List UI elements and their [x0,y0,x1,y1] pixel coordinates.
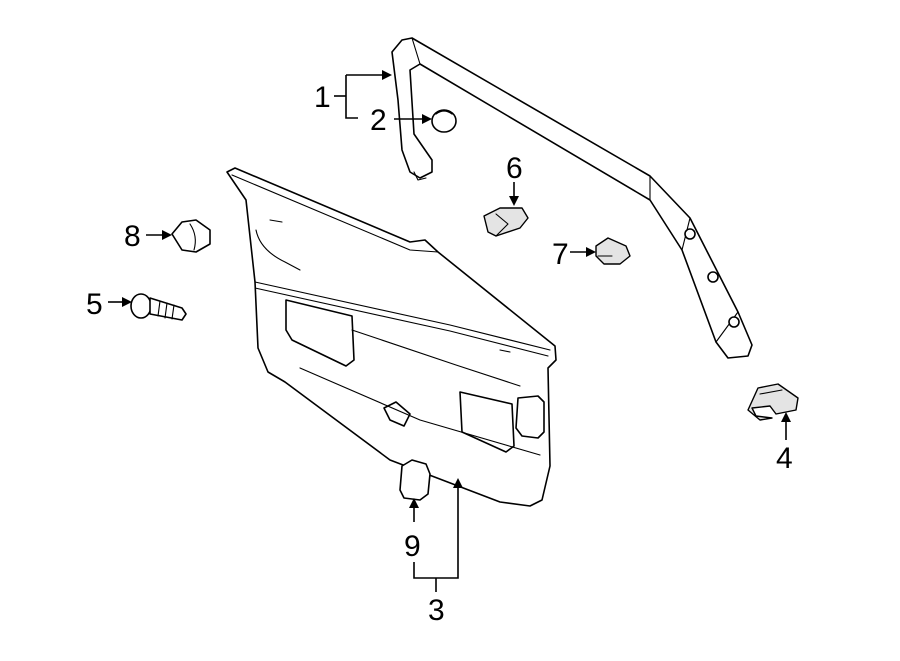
callout-4: 4 [776,442,793,475]
access-cover [399,459,431,501]
leader-lines [108,70,791,592]
callout-3: 3 [428,594,445,627]
bolt [130,293,187,321]
callout-8: 8 [124,220,141,253]
callout-2: 2 [370,104,387,137]
callout-5: 5 [86,288,103,321]
push-pin [431,109,457,133]
molding-clip [595,237,631,265]
grommet [171,219,211,253]
bracket [483,207,529,237]
callout-9: 9 [404,530,421,563]
upper-garnish-molding [391,37,753,359]
callout-labels: 1 2 3 4 5 6 7 8 9 [86,81,793,627]
retainer-clip [747,383,799,421]
callout-7: 7 [552,238,569,271]
callout-1: 1 [314,81,331,114]
callout-6: 6 [506,152,523,185]
liftgate-trim-panel [226,167,557,507]
